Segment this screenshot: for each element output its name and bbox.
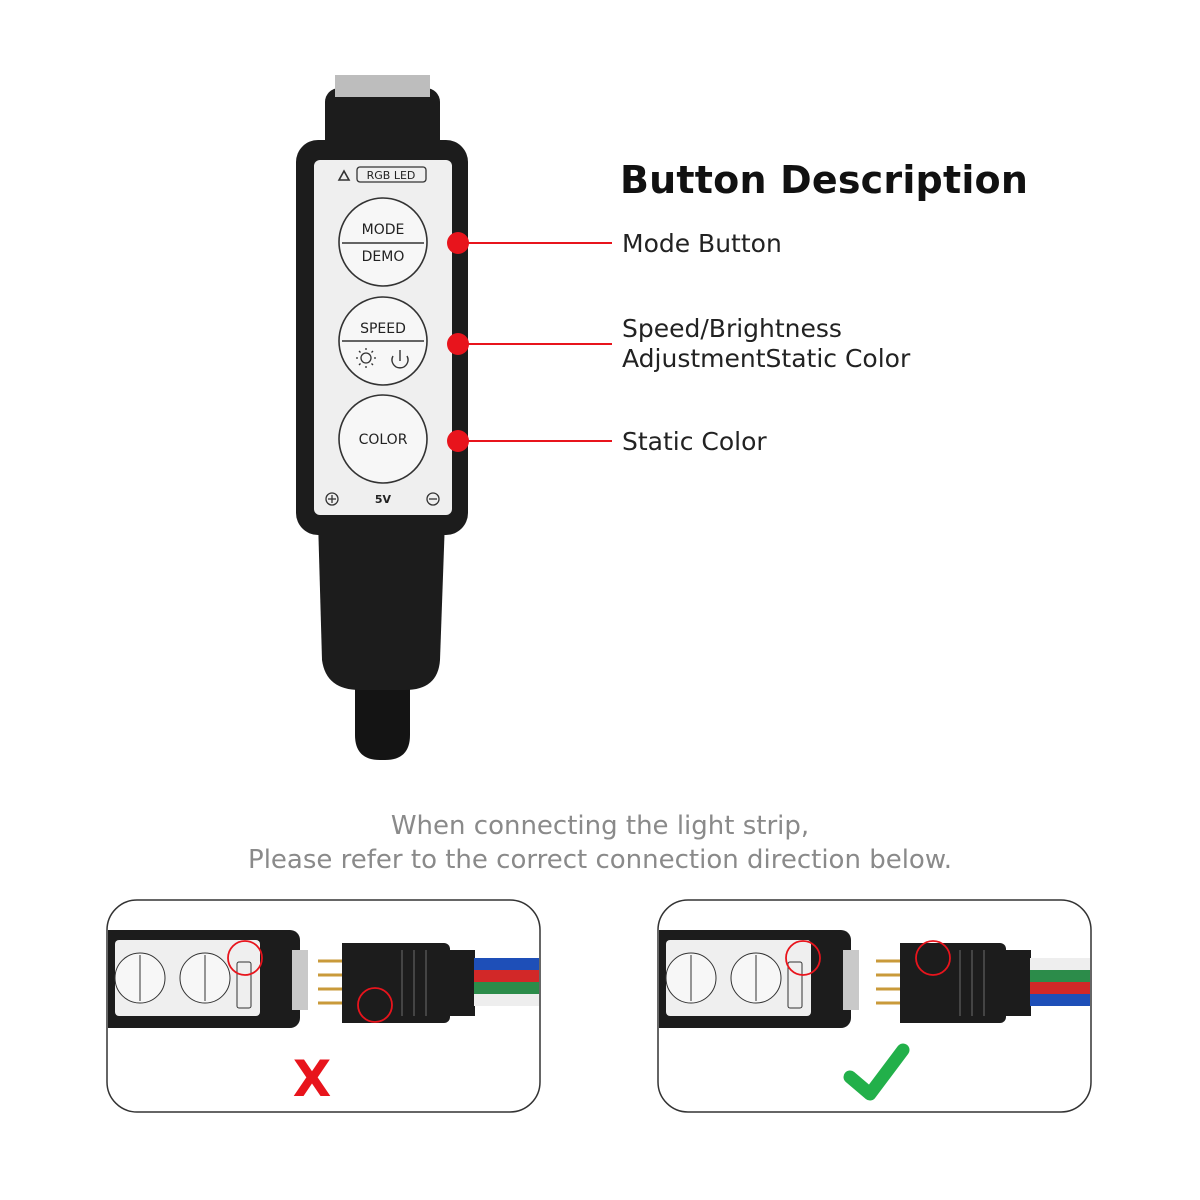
wrong-mark: X (293, 1050, 332, 1108)
mode-button-callout: Mode Button (622, 229, 782, 258)
controller-neck (318, 520, 445, 690)
plus-icon (325, 492, 339, 506)
instruction-line-1: When connecting the light strip, (390, 811, 810, 841)
page-title: Button Description (620, 158, 1029, 202)
color-button-label: COLOR (359, 432, 408, 448)
brightness-icon (356, 348, 376, 368)
rgb-led-badge: RGB LED (367, 169, 416, 182)
correct-checkmark-icon (843, 1043, 910, 1101)
mode-button[interactable] (338, 197, 428, 287)
controller-cable (355, 675, 410, 760)
speed-callout-marker (447, 333, 469, 355)
demo-button-label: DEMO (362, 249, 405, 265)
mode-button-label: MODE (362, 222, 405, 238)
static-color-callout: Static Color (622, 427, 767, 456)
color-button[interactable] (338, 394, 428, 484)
speed-callout-line2: AdjustmentStatic Color (622, 344, 911, 373)
instruction-line-2: Please refer to the correct connection d… (248, 845, 952, 875)
speed-callout-line1: Speed/Brightness (622, 314, 842, 343)
mode-callout-marker (447, 232, 469, 254)
color-callout-marker (447, 430, 469, 452)
power-icon (391, 350, 409, 369)
minus-icon (426, 492, 440, 506)
speed-button-label: SPEED (360, 321, 406, 337)
voltage-label: 5V (375, 493, 392, 506)
warning-icon (337, 169, 351, 181)
top-connector-pins (335, 75, 430, 97)
